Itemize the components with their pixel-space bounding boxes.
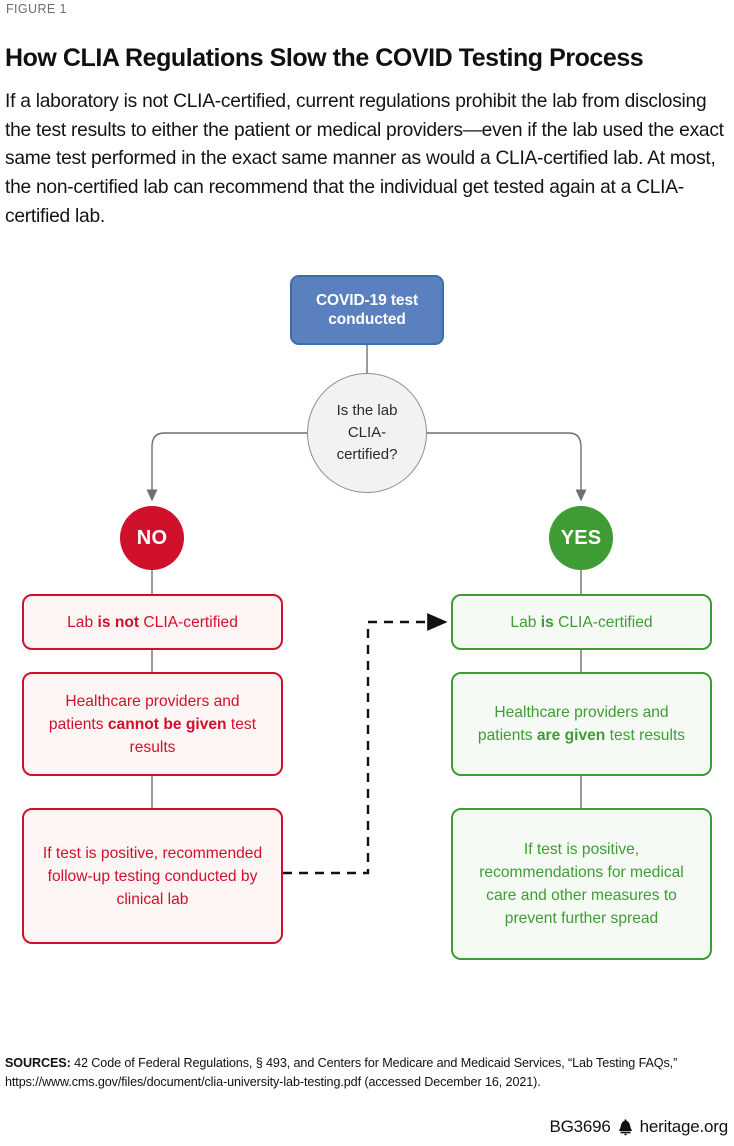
start-box-line2: conducted	[328, 311, 406, 328]
node-yes-recommendations-medical-care[interactable]: If test is positive, recommendations for…	[451, 808, 712, 960]
yes-box2-post: test results	[605, 727, 686, 744]
node-no-followup-testing[interactable]: If test is positive, recommended follow-…	[22, 808, 283, 944]
node-no-lab-not-certified[interactable]: Lab is not CLIA-certified	[22, 594, 283, 650]
no-box1-pre: Lab	[67, 613, 98, 631]
yes-box3-text: If test is positive, recommendations for…	[479, 841, 684, 927]
footer-brand: BG3696 heritage.org	[549, 1117, 728, 1137]
site-name: heritage.org	[639, 1117, 729, 1136]
sources-label: SOURCES:	[5, 1056, 71, 1070]
node-answer-no[interactable]: NO	[120, 506, 184, 570]
decision-line1: Is the lab	[336, 402, 398, 419]
page-title: How CLIA Regulations Slow the COVID Test…	[5, 43, 644, 72]
sources-note: SOURCES: 42 Code of Federal Regulations,…	[5, 1054, 723, 1091]
decision-line2: CLIA-	[347, 424, 387, 441]
yes-box1-bold: is	[540, 613, 554, 631]
node-covid-test-conducted[interactable]: COVID-19 test conducted	[290, 275, 444, 345]
yes-box2-pre: Healthcare providers and patients	[477, 704, 669, 744]
start-box-line1: COVID-19 test	[315, 292, 419, 309]
node-yes-are-given-results[interactable]: Healthcare providers and patients are gi…	[451, 672, 712, 776]
intro-paragraph: If a laboratory is not CLIA-certified, c…	[5, 91, 724, 227]
node-no-cannot-be-given-results[interactable]: Healthcare providers and patients cannot…	[22, 672, 283, 776]
no-box1-bold: is not	[97, 613, 140, 631]
no-box2-bold: cannot be given	[107, 715, 227, 733]
yes-box1-post: CLIA-certified	[553, 613, 653, 631]
edge-decision-to-no	[146, 432, 307, 502]
flowchart: COVID-19 test conducted Is the lab CLIA-…	[0, 258, 734, 988]
node-yes-lab-is-certified[interactable]: Lab is CLIA-certified	[451, 594, 712, 650]
node-decision-is-lab-clia-certified[interactable]: Is the lab CLIA- certified?	[307, 373, 427, 493]
no-box2-post: test results	[129, 715, 257, 756]
report-id: BG3696	[549, 1117, 611, 1136]
decision-line3: certified?	[336, 446, 398, 463]
yes-box1-pre: Lab	[510, 613, 541, 631]
edge-feedback-dashed	[283, 613, 448, 875]
edge-decision-to-yes	[427, 432, 587, 502]
yes-label: YES	[560, 526, 602, 549]
figure-label: FIGURE 1	[6, 2, 67, 16]
no-box2-pre: Healthcare providers and patients	[48, 692, 240, 733]
node-answer-yes[interactable]: YES	[549, 506, 613, 570]
sources-text: 42 Code of Federal Regulations, § 493, a…	[5, 1056, 678, 1089]
no-box1-post: CLIA-certified	[139, 613, 238, 631]
no-box3-text: If test is positive, recommended follow-…	[42, 844, 263, 908]
no-label: NO	[136, 526, 168, 549]
yes-box2-bold: are given	[536, 727, 606, 744]
liberty-bell-icon	[618, 1118, 633, 1136]
